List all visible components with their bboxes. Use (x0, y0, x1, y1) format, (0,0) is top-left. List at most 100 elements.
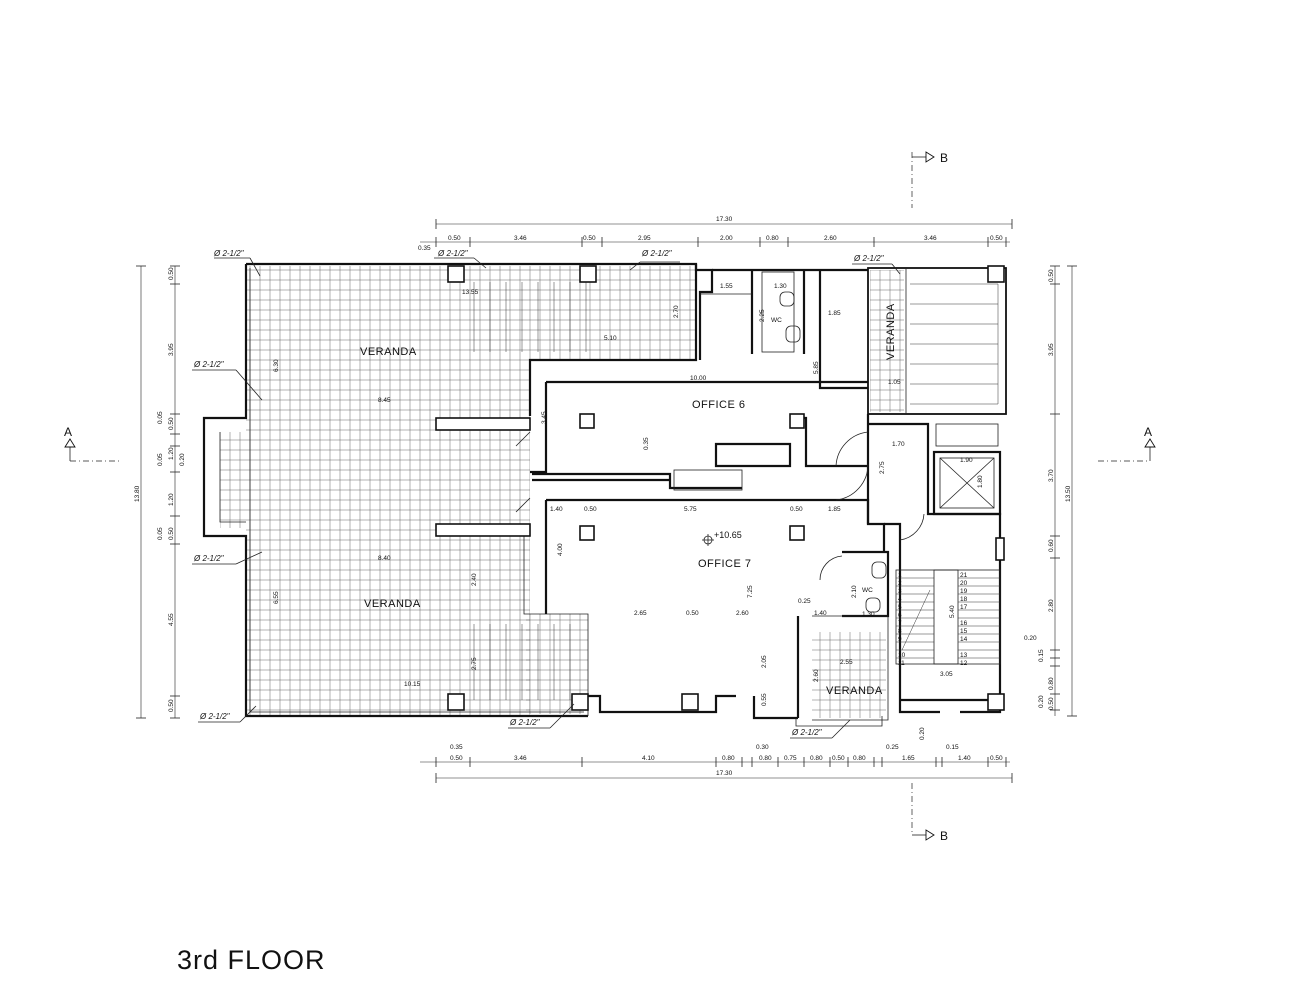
columns (435, 265, 1005, 711)
pipe-note-4: Ø 2-1/2" (853, 254, 885, 263)
dim-inner-21: 5.75 (684, 506, 697, 513)
dim-right-6: 0.20 (1024, 635, 1037, 642)
dim-bottom-14: 0.15 (946, 744, 959, 751)
dim-left-7: 0.20 (179, 453, 186, 466)
stair-step-17: 17 (960, 604, 968, 611)
dim-bottom-4: 4.10 (642, 755, 655, 762)
dim-inner-25: 8.40 (378, 555, 391, 562)
dimension-chain-right: 0.50 3.95 3.70 0.60 2.80 0.20 0.15 0.80 … (1024, 265, 1077, 717)
dim-inner-16: 2.75 (879, 461, 886, 474)
dim-inner-14: 0.35 (643, 437, 650, 450)
dim-bottom-2: 0.50 (450, 755, 463, 762)
dim-inner-8: 6.30 (273, 359, 280, 372)
dim-left-8: 1.20 (168, 493, 175, 506)
room-label-wc-mid: WC (862, 587, 873, 594)
dim-top-10: 0.50 (990, 235, 1003, 242)
dim-inner-15: 1.70 (892, 441, 905, 448)
dim-right-1: 0.50 (1048, 269, 1055, 282)
dim-top-5: 2.95 (638, 235, 651, 242)
veranda-drainage-stripes-bottom (473, 624, 571, 700)
dim-inner-1: 13.55 (462, 289, 479, 296)
section-line-a-left: A (64, 425, 122, 462)
dim-top-9: 3.46 (924, 235, 937, 242)
dim-bottom-7: 0.80 (759, 755, 772, 762)
dim-inner-20: 0.50 (584, 506, 597, 513)
stair-step-12: 12 (960, 660, 968, 667)
dim-right-2: 3.95 (1048, 343, 1055, 356)
dim-inner-11: 5.85 (813, 361, 820, 374)
room-label-veranda-bottom: VERANDA (364, 598, 421, 610)
dim-inner-43: 1.30 (862, 611, 875, 618)
dim-inner-40: 5.40 (949, 605, 956, 618)
pipe-note-1: Ø 2-1/2" (213, 249, 245, 258)
level-marker: +10.65 (702, 530, 742, 546)
section-line-b-top: B (911, 151, 948, 208)
dim-right-10: 0.20 (1038, 695, 1045, 708)
dim-left-9: 0.05 (157, 527, 164, 540)
dim-left-2: 3.95 (168, 343, 175, 356)
dimension-chain-top: 17.30 0.35 0.50 3.46 0.50 2.95 2.00 0.80… (418, 216, 1013, 252)
pipe-note-3: Ø 2-1/2" (641, 249, 673, 258)
stair-step-8: 8 (898, 628, 902, 635)
dim-inner-30: 2.60 (736, 610, 749, 617)
dim-bottom-13: 1.65 (902, 755, 915, 762)
dim-inner-27: 2.40 (471, 573, 478, 586)
stair-step-18: 18 (960, 596, 968, 603)
veranda-drainage-stripes-top (473, 282, 587, 352)
veranda-right-area (867, 267, 1007, 415)
dim-top-1: 0.35 (418, 245, 431, 252)
dim-bottom-5: 0.80 (722, 755, 735, 762)
pipe-note-8: Ø 2-1/2" (509, 718, 541, 727)
section-line-a-right: A (1098, 425, 1156, 462)
dim-inner-44: 0.20 (919, 727, 926, 740)
section-mark-a-left: A (64, 425, 72, 439)
dim-inner-28: 2.65 (634, 610, 647, 617)
dim-inner-3: 2.70 (673, 305, 680, 318)
dim-inner-33: 1.40 (814, 610, 827, 617)
dim-bottom-12: 0.25 (886, 744, 899, 751)
dim-inner-24: 4.00 (557, 543, 564, 556)
dim-inner-13: 3.45 (541, 411, 548, 424)
section-mark-b-top: B (940, 151, 948, 165)
dim-top-total: 17.30 (716, 216, 733, 223)
dim-inner-38: 2.75 (471, 657, 478, 670)
dim-right-5: 2.80 (1048, 599, 1055, 612)
dim-left-4: 0.50 (168, 417, 175, 430)
dim-top-6: 2.00 (720, 235, 733, 242)
pipe-note-6: Ø 2-1/2" (193, 554, 225, 563)
dim-right-7: 0.15 (1038, 649, 1045, 662)
section-line-b-bottom: B (911, 783, 948, 843)
dim-inner-18: 1.80 (977, 475, 984, 488)
dimension-chain-bottom: 0.35 0.50 3.46 4.10 0.80 0.30 0.80 0.75 … (420, 744, 1013, 783)
stair-step-9: 9 (898, 636, 902, 643)
floor-title: 3rd FLOOR (177, 945, 326, 975)
dim-right-9: 0.50 (1048, 697, 1055, 710)
dim-left-12: 0.50 (168, 699, 175, 712)
dim-inner-36: 2.60 (813, 669, 820, 682)
dim-inner-7: 1.85 (828, 310, 841, 317)
dim-inner-39: 10.15 (404, 681, 421, 688)
pipe-notes: Ø 2-1/2" Ø 2-1/2" Ø 2-1/2" Ø 2-1/2" Ø 2-… (192, 249, 901, 739)
stair-step-4: 4 (898, 596, 902, 603)
dim-inner-41: 3.05 (940, 671, 953, 678)
stair-step-1: 1 (898, 572, 902, 579)
room-label-office-6: OFFICE 6 (692, 399, 746, 411)
room-label-veranda-small: VERANDA (826, 685, 883, 697)
dim-left-6: 1.20 (168, 447, 175, 460)
dim-bottom-total: 17.30 (716, 770, 733, 777)
stair-step-6: 6 (898, 612, 902, 619)
dim-right-3: 3.70 (1048, 469, 1055, 482)
pipe-note-5: Ø 2-1/2" (193, 360, 225, 369)
dim-inner-10: 10.00 (690, 375, 707, 382)
stair-step-15: 15 (960, 628, 968, 635)
dim-bottom-15: 1.40 (958, 755, 971, 762)
dim-top-3: 3.46 (514, 235, 527, 242)
room-label-veranda-right: VERANDA (885, 303, 897, 360)
dim-left-3: 0.05 (157, 411, 164, 424)
dim-left-11: 4.55 (168, 613, 175, 626)
dim-inner-17: 1.90 (960, 457, 973, 464)
dim-inner-29: 0.50 (686, 610, 699, 617)
stair-step-7: 7 (898, 620, 902, 627)
dim-inner-34: 2.55 (840, 659, 853, 666)
